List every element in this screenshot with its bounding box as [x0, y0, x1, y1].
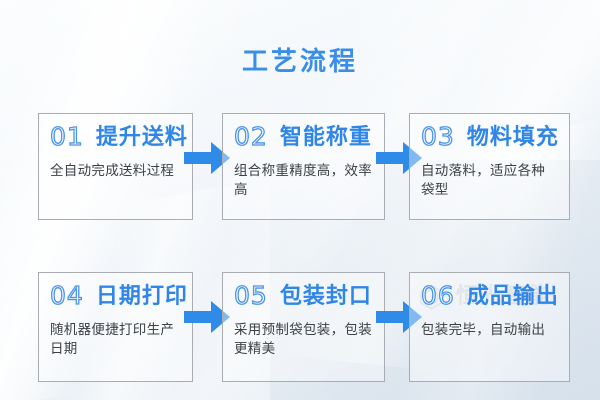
flow-step-number: 01	[49, 122, 84, 151]
flow-step-title: 包装封口	[279, 284, 372, 309]
flow-step-description: 自动落料，适应各种袋型	[421, 163, 546, 199]
flow-step-number: 06	[420, 281, 455, 310]
arrow-right-icon	[376, 141, 422, 175]
flow-step-description: 随机器便捷打印生产日期	[50, 322, 175, 358]
flow-step-card-06: 06 成品输出 包装完毕，自动输出	[409, 272, 570, 382]
flow-step-number: 02	[233, 122, 268, 151]
flow-step-card-03: 03 物料填充 自动落料，适应各种袋型	[409, 113, 570, 220]
flow-step-number: 04	[49, 281, 84, 310]
flow-step-header: 01 提升送料	[49, 122, 187, 151]
flow-step-card-05: 05 包装封口 采用预制袋包装，包装更精美	[222, 272, 385, 382]
flow-step-title: 智能称重	[279, 125, 372, 150]
flow-step-description: 组合称重精度高，效率高	[234, 163, 372, 199]
flow-step-header: 06 成品输出	[420, 281, 559, 310]
flow-step-title: 日期打印	[95, 284, 188, 309]
arrow-right-icon	[184, 300, 230, 334]
page-title: 工艺流程	[241, 47, 358, 77]
flow-step-title: 物料填充	[466, 125, 559, 150]
flow-step-number: 05	[233, 281, 268, 310]
flow-step-header: 03 物料填充	[420, 122, 559, 151]
flow-step-number: 03	[420, 122, 455, 151]
flow-step-header: 02 智能称重	[233, 122, 373, 151]
flow-step-card-01: 01 提升送料 全自动完成送料过程	[38, 113, 193, 220]
flow-step-card-02: 02 智能称重 组合称重精度高，效率高	[222, 113, 385, 220]
arrow-right-icon	[376, 300, 422, 334]
flow-step-card-04: 04 日期打印 随机器便捷打印生产日期	[38, 272, 193, 382]
flow-step-description: 包装完毕，自动输出	[421, 322, 546, 338]
arrow-right-icon	[184, 141, 230, 175]
flow-step-description: 全自动完成送料过程	[50, 163, 175, 179]
flow-step-title: 提升送料	[95, 125, 188, 150]
flow-step-title: 成品输出	[466, 284, 559, 309]
flow-step-header: 04 日期打印	[49, 281, 187, 310]
flow-step-description: 采用预制袋包装，包装更精美	[234, 322, 372, 358]
flow-step-header: 05 包装封口	[233, 281, 373, 310]
